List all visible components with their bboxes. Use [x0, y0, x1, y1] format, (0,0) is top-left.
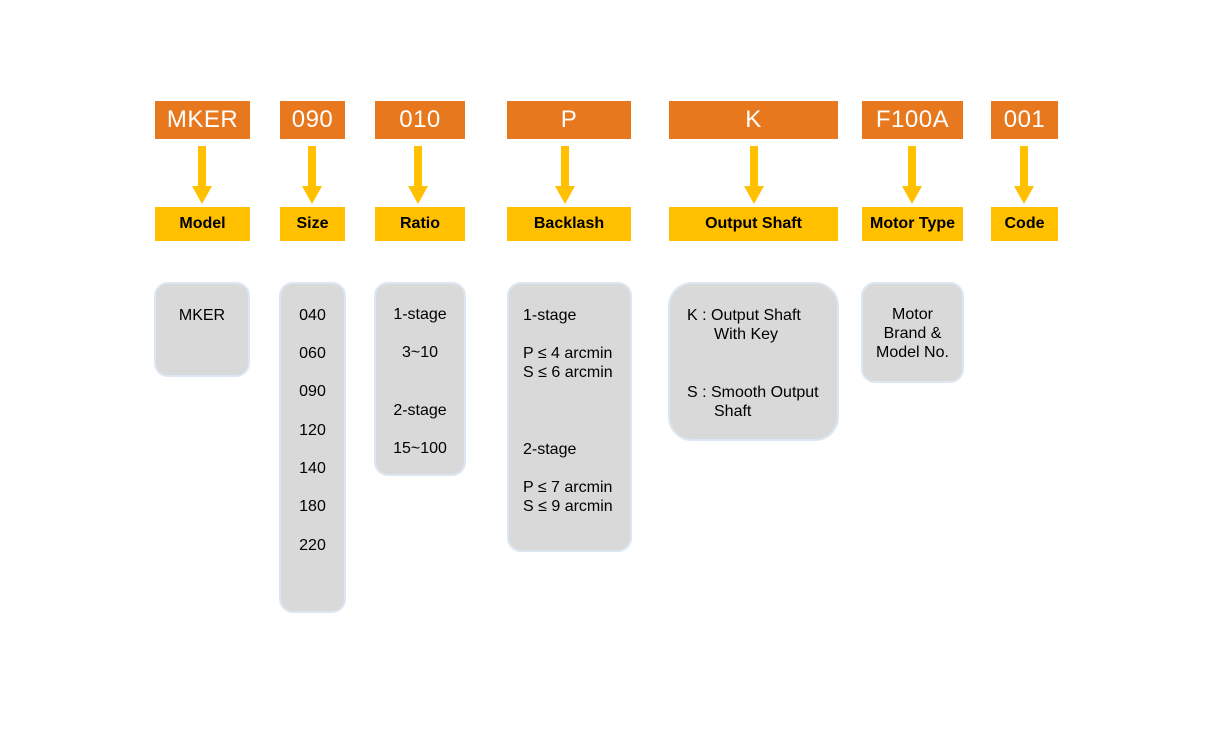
label-box-output-shaft: Output Shaft [669, 207, 838, 241]
detail-line: Motor [892, 306, 933, 323]
detail-box-size: 040 060 090 120 140 180 220 [279, 282, 346, 613]
down-arrow-icon [555, 146, 575, 204]
down-arrow-icon [192, 146, 212, 204]
detail-line: S : Smooth Output [687, 384, 819, 401]
label-box-motor-type: Motor Type [862, 207, 963, 241]
down-arrow-icon [902, 146, 922, 204]
detail-line: Shaft [714, 403, 752, 420]
code-box-output-shaft: K [669, 101, 838, 139]
detail-line: 2-stage [393, 402, 447, 419]
detail-line: 220 [299, 537, 326, 554]
code-box-backlash: P [507, 101, 631, 139]
label-box-code: Code [991, 207, 1058, 241]
detail-line: S ≤ 9 arcmin [523, 498, 613, 515]
detail-line: 090 [299, 383, 326, 400]
label-box-ratio: Ratio [375, 207, 465, 241]
down-arrow-icon [1014, 146, 1034, 204]
detail-line: 1-stage [393, 306, 447, 323]
detail-line: 3~10 [401, 344, 439, 361]
detail-line: P ≤ 7 arcmin [523, 479, 613, 496]
detail-line: K : Output Shaft [687, 307, 801, 324]
label-box-size: Size [280, 207, 345, 241]
detail-line: P ≤ 4 arcmin [523, 345, 613, 362]
detail-line: 15~100 [393, 440, 447, 457]
detail-line: 1-stage [523, 307, 577, 324]
detail-line: 2-stage [523, 441, 577, 458]
detail-box-motor-type: Motor Brand & Model No. [861, 282, 964, 383]
down-arrow-icon [408, 146, 428, 204]
detail-box-ratio: 1-stage 3~10 2-stage 15~100 [374, 282, 466, 476]
detail-line: 140 [299, 460, 326, 477]
detail-line: MKER [178, 307, 226, 324]
code-box-model: MKER [155, 101, 250, 139]
detail-line: 060 [299, 345, 326, 362]
detail-line: Brand & [883, 325, 942, 342]
down-arrow-icon [302, 146, 322, 204]
label-box-backlash: Backlash [507, 207, 631, 241]
detail-line: 180 [299, 498, 326, 515]
detail-box-output-shaft: K : Output Shaft With Key S : Smooth Out… [668, 282, 839, 441]
detail-line: Model No. [876, 344, 949, 361]
code-box-ratio: 010 [375, 101, 465, 139]
code-box-motor-type: F100A [862, 101, 963, 139]
detail-box-backlash: 1-stage P ≤ 4 arcmin S ≤ 6 arcmin 2-stag… [507, 282, 632, 552]
detail-line: With Key [714, 326, 779, 343]
code-box-code: 001 [991, 101, 1058, 139]
detail-line: 040 [299, 307, 326, 324]
detail-line: 120 [299, 422, 326, 439]
detail-line: S ≤ 6 arcmin [523, 364, 613, 381]
detail-box-model: MKER [154, 282, 250, 377]
label-box-model: Model [155, 207, 250, 241]
down-arrow-icon [744, 146, 764, 204]
code-box-size: 090 [280, 101, 345, 139]
